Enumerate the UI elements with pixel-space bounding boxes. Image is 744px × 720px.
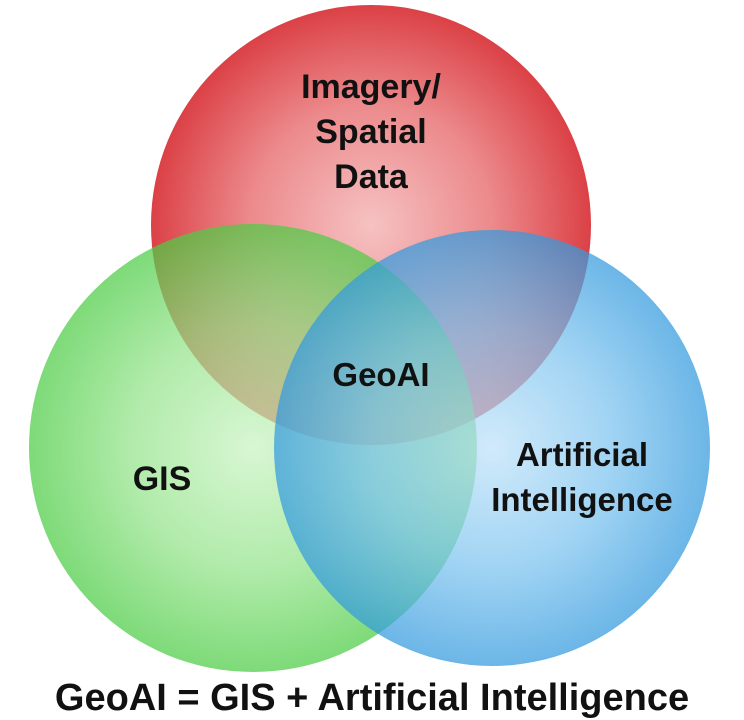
label-ai-line-2: Intelligence <box>491 481 673 518</box>
label-ai-line-1: Artificial <box>516 436 648 473</box>
label-imagery-line-1: Imagery/ <box>301 68 441 106</box>
label-imagery-line-2: Spatial <box>315 113 426 151</box>
label-gis: GIS <box>133 460 192 498</box>
label-imagery-line-3: Data <box>334 158 409 196</box>
caption: GeoAI = GIS + Artificial Intelligence <box>55 677 689 719</box>
circle-artificial-intelligence <box>274 230 710 666</box>
label-geoai-center: GeoAI <box>332 356 429 393</box>
